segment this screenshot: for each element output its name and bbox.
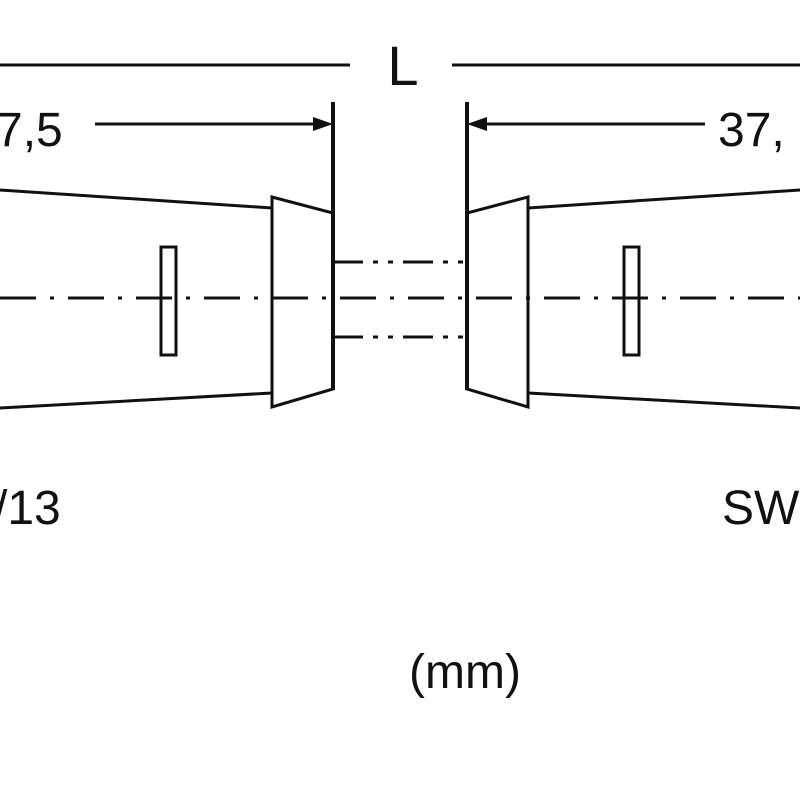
right-nut bbox=[465, 195, 530, 410]
right-offset-label: 37, bbox=[718, 104, 785, 157]
units-label: (mm) bbox=[409, 646, 521, 699]
left-wrench-size-label: /13 bbox=[0, 482, 61, 535]
overall-length-label: L bbox=[387, 34, 418, 97]
left-offset-arrowhead bbox=[313, 117, 333, 131]
left-hose-taper-top bbox=[0, 188, 273, 210]
right-crimp-mark bbox=[622, 245, 641, 357]
right-wrench-size-label: SW bbox=[722, 482, 800, 535]
right-hose-taper-bottom bbox=[527, 391, 800, 410]
right-offset-arrowhead bbox=[467, 117, 487, 131]
right-hose-taper-top bbox=[527, 188, 800, 210]
left-crimp-mark bbox=[159, 245, 178, 357]
left-nut bbox=[270, 195, 335, 410]
left-offset-label: 7,5 bbox=[0, 104, 63, 157]
left-hose-taper-bottom bbox=[0, 391, 273, 410]
